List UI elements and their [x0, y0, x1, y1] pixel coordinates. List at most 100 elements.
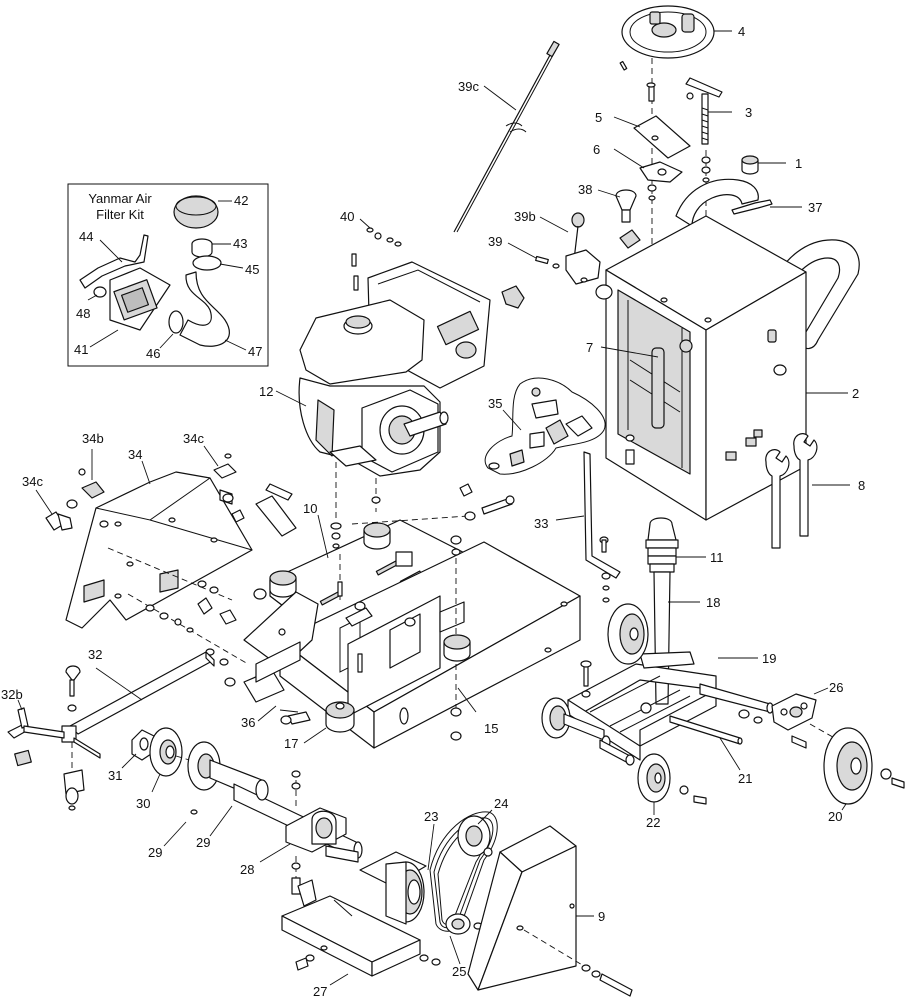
part-48-washer: [93, 286, 107, 298]
part-43-collar: [191, 238, 213, 258]
caster-wheel: [63, 742, 85, 811]
label-48: 48: [76, 306, 90, 321]
label-40: 40: [340, 209, 354, 224]
part-44-bracket: [79, 234, 149, 289]
kit-title-line2: Filter Kit: [96, 207, 144, 222]
label-29-arbor: 29: [196, 835, 210, 850]
part-34b-bracket: [78, 449, 105, 499]
part-22-wheel: [637, 753, 707, 815]
label-47: 47: [248, 344, 262, 359]
part-42-air-filter-cap: [173, 195, 219, 229]
label-26: 26: [829, 680, 843, 695]
label-20: 20: [828, 809, 842, 824]
label-22: 22: [646, 815, 660, 830]
label-6: 6: [593, 142, 600, 157]
part-12-engine: [275, 261, 491, 477]
label-3: 3: [745, 105, 752, 120]
label-45: 45: [245, 262, 259, 277]
part-23-engine-pulley: [359, 823, 435, 925]
part-20-wheel: [823, 727, 905, 811]
part-32b-crank: [7, 699, 65, 739]
part-9-blade-guard: [467, 825, 594, 991]
label-24: 24: [494, 796, 508, 811]
part-33-brace: [555, 451, 621, 603]
label-27: 27: [313, 984, 327, 999]
part-24-belts: [429, 809, 498, 932]
label-44: 44: [79, 229, 93, 244]
label-34b: 34b: [82, 431, 104, 446]
label-43: 43: [233, 236, 247, 251]
part-32-pointer-arm: [61, 651, 215, 759]
label-19: 19: [762, 651, 776, 666]
label-39c: 39c: [458, 79, 479, 94]
label-32b: 32b: [1, 687, 23, 702]
part-27-belt-guard-base: [281, 879, 441, 986]
part-4-handwheel: [621, 5, 732, 59]
label-36: 36: [241, 715, 255, 730]
label-29-key: 29: [148, 845, 162, 860]
rear-wheel-back: [607, 603, 649, 665]
label-11: 11: [710, 550, 724, 565]
part-34c-fitting-left: [35, 489, 109, 531]
part-5-top-plate: [613, 115, 691, 159]
label-42: 42: [234, 193, 248, 208]
isolator-mounts: [269, 496, 471, 662]
part-30-blade-flange: [149, 727, 183, 793]
callout-labels: 1 2 3 4 5 6 7 8 9 10 11 12 15 17 18 19 2…: [1, 24, 865, 999]
label-39: 39: [488, 234, 502, 249]
part-2-handle-frame: [595, 178, 860, 521]
part-40-fasteners: [351, 218, 402, 291]
label-9: 9: [598, 909, 605, 924]
label-5: 5: [595, 110, 602, 125]
label-15: 15: [484, 721, 498, 736]
label-38: 38: [578, 182, 592, 197]
part-45-clamp: [192, 255, 222, 271]
part-3-t-handle-bolt: [685, 77, 732, 145]
part-31-nut: [121, 729, 155, 769]
part-11-bellows: [645, 517, 706, 573]
label-31: 31: [108, 768, 122, 783]
part-46-clamp: [168, 310, 184, 334]
label-28: 28: [240, 862, 254, 877]
part-39b-throttle-lever: [539, 212, 601, 285]
label-12: 12: [259, 384, 273, 399]
kit-title-line1: Yanmar Air: [88, 191, 152, 206]
part-8-wrenches: [765, 433, 850, 549]
label-17: 17: [284, 736, 298, 751]
label-35: 35: [488, 396, 502, 411]
label-34c-left: 34c: [22, 474, 43, 489]
part-41-filter-element: [109, 267, 171, 331]
label-1: 1: [795, 156, 802, 171]
part-35-fuel-valve: [484, 377, 606, 475]
rear-wheel-left: [541, 697, 635, 766]
label-34: 34: [128, 447, 142, 462]
label-18: 18: [706, 595, 720, 610]
label-37: 37: [808, 200, 822, 215]
part-47-elbow-hose: [179, 271, 230, 347]
part-26-hub-bracket: [738, 687, 829, 749]
part-28-pillow-block-bearing: [259, 807, 363, 863]
part-38-knob: [597, 189, 637, 223]
label-21: 21: [738, 771, 752, 786]
label-39b: 39b: [514, 209, 536, 224]
label-7: 7: [586, 340, 593, 355]
part-36-front-bracket: [243, 591, 319, 722]
label-34c-right: 34c: [183, 431, 204, 446]
part-39c-throttle-cable: [453, 40, 560, 233]
label-10: 10: [303, 501, 317, 516]
label-46: 46: [146, 346, 160, 361]
label-32: 32: [88, 647, 102, 662]
label-2: 2: [852, 386, 859, 401]
label-30: 30: [136, 796, 150, 811]
part-1-cap: [741, 155, 786, 175]
part-37-rod: [731, 199, 773, 215]
part-17-isolator: [303, 701, 355, 744]
label-25: 25: [452, 964, 466, 979]
label-23: 23: [424, 809, 438, 824]
part-25-blade-pulley: [445, 913, 483, 965]
label-41: 41: [74, 342, 88, 357]
label-4: 4: [738, 24, 745, 39]
part-6-pivot-bracket: [613, 148, 683, 183]
part-39-screw: [507, 242, 560, 269]
